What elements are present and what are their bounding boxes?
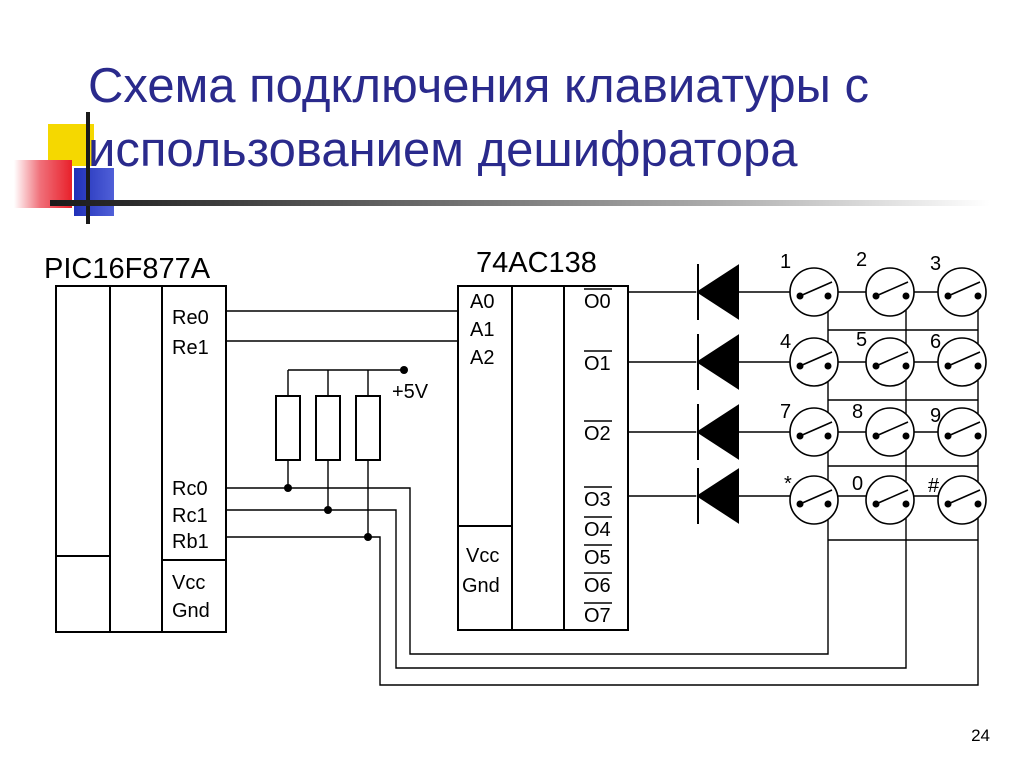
key-label: 9 [930,405,941,427]
key-label: 1 [780,251,791,273]
mcu-pin-gnd: Gnd [172,600,210,622]
page-number: 24 [971,726,990,745]
junction-dot [364,533,372,541]
slide-title: Схема подключения клавиатуры с использов… [88,54,1008,182]
key-label: 0 [852,473,863,495]
key-switch [937,267,987,317]
decoder-pin-vcc: Vcc [466,545,499,567]
decoder-pin-a0: A0 [470,291,494,313]
pullup-resistor [315,395,341,461]
mcu-pin-rb1: Rb1 [172,531,209,553]
key-switch [865,407,915,457]
pullup-resistor [355,395,381,461]
junction-dot [284,484,292,492]
key-switch [937,337,987,387]
key-switch [789,337,839,387]
diode [696,404,739,460]
decoder-pin-a2: A2 [470,347,494,369]
mcu-pin-rc0: Rc0 [172,478,208,500]
diode [696,264,739,320]
decor-vertical-line [86,112,90,224]
supply-terminal [400,366,408,374]
key-label: 5 [856,329,867,351]
diode [696,468,739,524]
decoder-out-o4: O4 [584,519,611,541]
key-label: 2 [856,249,867,271]
key-switch [789,407,839,457]
key-switch [865,475,915,525]
decor-blue-square [74,168,114,216]
decoder-out-o7: O7 [584,605,611,627]
junction-dot [324,506,332,514]
mcu-name: PIC16F877A [44,253,211,285]
key-label: # [928,475,940,497]
title-line-1: Схема подключения клавиатуры с [88,59,869,113]
key-label: 4 [780,331,791,353]
decoder-out-o2: O2 [584,423,611,445]
key-label: 7 [780,401,791,423]
key-switch [865,267,915,317]
decoder-name: 74AC138 [476,247,597,279]
mcu-pin-re0: Re0 [172,307,209,329]
decoder-out-o1: O1 [584,353,611,375]
key-switch [789,475,839,525]
key-switch [865,337,915,387]
decoder-out-o0: O0 [584,291,611,313]
decoder-pin-a1: A1 [470,319,494,341]
key-switch [789,267,839,317]
key-label: 3 [930,253,941,275]
diode [696,334,739,390]
decoder-out-o5: O5 [584,547,611,569]
mcu-pin-vcc: Vcc [172,572,205,594]
key-switch [937,475,987,525]
key-switch [937,407,987,457]
decoder-out-o6: O6 [584,575,611,597]
key-label: 6 [930,331,941,353]
decoder-out-o3: O3 [584,489,611,511]
decoder-pin-gnd: Gnd [462,575,500,597]
key-label: * [784,473,792,495]
mcu-pin-re1: Re1 [172,337,209,359]
supply-label: +5V [392,381,429,403]
mcu-pin-rc1: Rc1 [172,505,208,527]
pullup-resistor [275,395,301,461]
decoder-body [457,285,629,631]
decor-horizontal-line [50,200,990,206]
title-line-2: использованием дешифратора [88,123,798,177]
mcu-body [55,285,227,633]
key-label: 8 [852,401,863,423]
